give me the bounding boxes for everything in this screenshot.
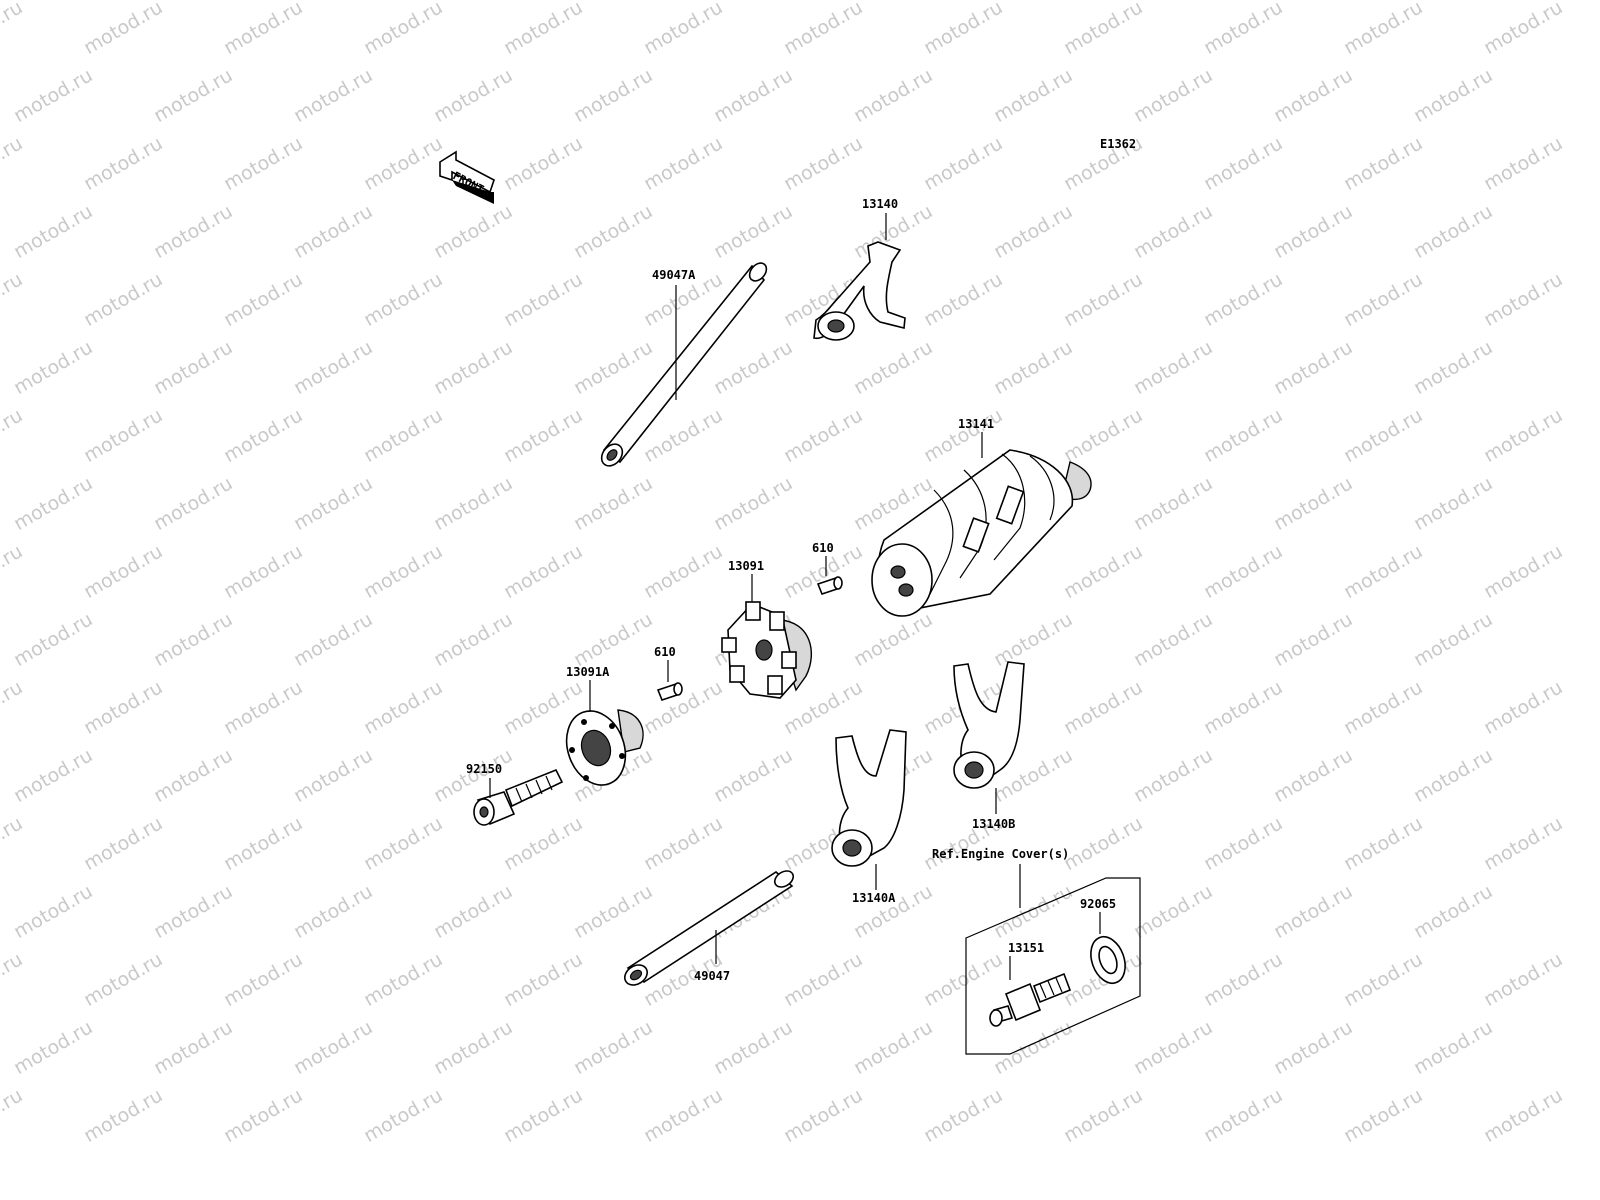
label-49047: 49047 (694, 969, 730, 983)
front-arrow-icon: FRONT (439, 150, 495, 204)
label-13140A: 13140A (852, 891, 896, 905)
label-13091: 13091 (728, 559, 764, 573)
pin-610-upper[interactable] (816, 576, 843, 595)
segment-13091[interactable] (721, 601, 813, 699)
label-92065: 92065 (1080, 897, 1116, 911)
label-13140B: 13140B (972, 817, 1015, 831)
shift-drum-13141[interactable] (871, 449, 1092, 617)
washer-92065[interactable] (1085, 932, 1131, 988)
label-610-lower: 610 (654, 645, 676, 659)
label-13141: 13141 (958, 417, 994, 431)
label-92150: 92150 (466, 762, 502, 776)
pin-610-lower[interactable] (656, 682, 683, 701)
ref-engine-cover-note: Ref.Engine Cover(s) (932, 847, 1069, 861)
shaft-49047A[interactable] (597, 260, 769, 470)
label-610-upper: 610 (812, 541, 834, 555)
shift-fork-13140A[interactable] (831, 729, 907, 867)
shift-fork-13140[interactable] (813, 241, 906, 341)
shift-fork-13140B[interactable] (953, 661, 1025, 789)
label-13140: 13140 (862, 197, 898, 211)
switch-13151[interactable] (989, 972, 1072, 1027)
segment-13091A[interactable] (557, 703, 644, 794)
label-13151: 13151 (1008, 941, 1044, 955)
ref-parts-box (965, 877, 1141, 1055)
shaft-49047[interactable] (621, 868, 796, 989)
bolt-92150[interactable] (473, 768, 564, 826)
label-13091A: 13091A (566, 665, 610, 679)
diagram-code: E1362 (1100, 137, 1136, 151)
label-49047A: 49047A (652, 268, 696, 282)
